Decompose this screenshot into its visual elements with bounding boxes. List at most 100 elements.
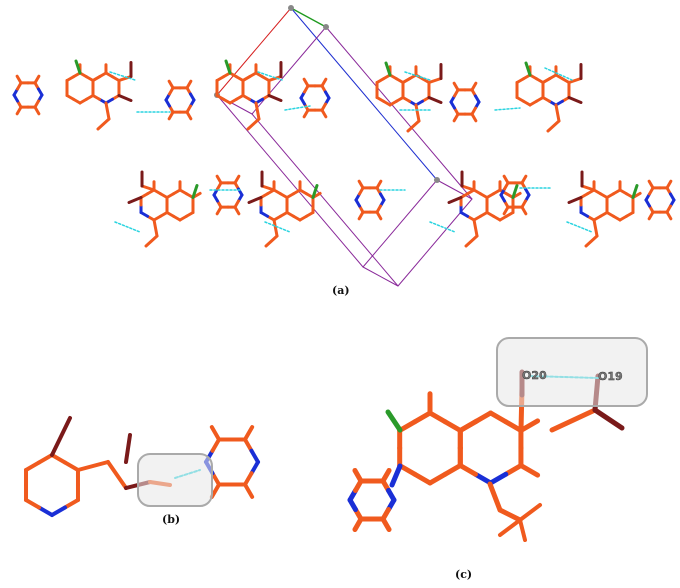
ethyl-bond — [487, 481, 503, 513]
h-bond-stub — [518, 503, 542, 522]
bond — [62, 460, 80, 472]
bond — [386, 487, 397, 503]
hydroxyl-oxygen — [427, 96, 443, 104]
h-bond-stub — [452, 112, 460, 123]
h-bond-stub — [665, 210, 673, 221]
bond — [389, 463, 403, 488]
h-bond-stub — [357, 210, 365, 221]
h-bond-stub — [243, 425, 255, 442]
chlorine-atom — [524, 61, 532, 77]
h-bond-stub — [452, 81, 460, 92]
pyridone-ring-c — [457, 410, 541, 486]
chlorine-atom — [311, 184, 319, 199]
h-bond-stub — [167, 110, 175, 121]
bond — [379, 192, 386, 202]
carboxyl-bond — [580, 184, 596, 192]
bond — [24, 498, 42, 510]
hbond-highlight-b — [137, 453, 213, 507]
piperazine-ring — [212, 174, 244, 216]
mol-a2-pyridone-ring — [241, 63, 271, 105]
carboxyl-bond — [140, 184, 156, 192]
h-bond-stub — [518, 418, 541, 433]
bond — [488, 410, 509, 425]
bond — [412, 410, 433, 425]
hydrogen-bond — [566, 221, 593, 233]
highlight-boxes — [137, 337, 648, 507]
bond — [24, 460, 42, 472]
ethyl-bond — [546, 119, 561, 133]
cell-b-marker — [323, 24, 329, 30]
piperazine-ring-b — [204, 425, 260, 499]
bond — [50, 505, 67, 517]
bond — [412, 471, 433, 486]
cell-edge — [362, 266, 399, 287]
ethyl-bond — [554, 103, 561, 123]
carboxyl-bond — [260, 184, 276, 192]
h-bond-stub — [518, 463, 541, 478]
carboxyl-bond — [267, 75, 283, 82]
bond — [472, 410, 494, 425]
caption-b: (b) — [162, 513, 181, 526]
h-bond-stub — [320, 77, 328, 88]
ethyl-bond — [144, 234, 159, 248]
chlorine-atom — [224, 59, 232, 75]
hydrogen-bond — [109, 71, 136, 81]
ethyl-bond — [592, 218, 599, 238]
unit-cell — [214, 5, 473, 287]
ethyl-bond — [264, 234, 279, 248]
bond — [442, 419, 463, 433]
hydroxyl-oxygen — [247, 196, 263, 204]
hbond-highlight-c — [496, 337, 648, 407]
carboxyl-bond — [460, 184, 476, 192]
bond — [243, 437, 254, 453]
cell-edge — [362, 179, 438, 268]
bond — [37, 453, 54, 465]
pyridine-ring-b — [24, 453, 80, 517]
hydroxyl-oxygen — [267, 94, 283, 102]
bond — [62, 498, 80, 510]
h-bond-stub — [209, 425, 221, 442]
ethyl-bond — [272, 218, 279, 238]
bond — [249, 460, 260, 476]
hydrogen-bond — [544, 67, 573, 81]
h-bond-stub — [647, 179, 655, 190]
piperazine-ring — [164, 79, 196, 121]
h-bond-stub — [470, 81, 478, 92]
h-bond-stub — [518, 518, 527, 542]
h-bond-stub — [647, 210, 655, 221]
piperazine-ring — [499, 174, 531, 216]
h-bond-stub — [185, 79, 193, 90]
h-bond-stub — [520, 174, 528, 185]
cell-c-marker — [434, 177, 440, 183]
piperazine-ring — [449, 81, 481, 123]
h-bond-stub — [243, 482, 255, 499]
piperazine-ring — [299, 77, 331, 119]
h-bond-stub — [375, 179, 383, 190]
benzo-ring-c — [397, 391, 480, 486]
h-bond-stub — [380, 467, 392, 484]
bond — [249, 448, 260, 464]
caption-c: (c) — [455, 568, 473, 581]
h-bond-stub — [15, 105, 23, 116]
ethyl-bond — [152, 218, 159, 238]
h-bond-stub — [470, 112, 478, 123]
hydroxyl-oxygen — [117, 94, 133, 102]
bond — [324, 90, 331, 100]
cell-axis-b — [290, 7, 327, 28]
ethyl-bond — [414, 103, 421, 123]
chlorine-atom — [191, 184, 199, 199]
hydrogen-bond — [257, 71, 283, 81]
hydrogen-bond — [494, 107, 521, 111]
h-bond-stub — [498, 518, 522, 537]
h-bond-stub — [520, 205, 528, 216]
h-bond-stub — [233, 205, 241, 216]
h-bond-stub — [33, 74, 41, 85]
hydrogen-bond — [404, 71, 431, 81]
bond — [243, 471, 254, 487]
h-bond-stub — [302, 108, 310, 119]
ethyl-bond — [96, 117, 111, 131]
bond — [669, 192, 676, 202]
bond — [503, 419, 524, 433]
